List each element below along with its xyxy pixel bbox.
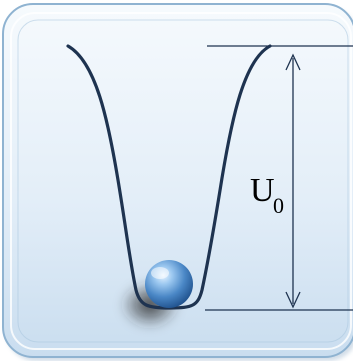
potential-well-curve	[66, 44, 272, 310]
card-inner-rim	[10, 12, 352, 350]
ball-highlight	[151, 267, 169, 279]
card-background	[2, 3, 353, 358]
depth-arrow-head-top	[285, 53, 301, 71]
depth-arrow-head-bottom	[285, 291, 301, 309]
depth-label-subscript: 0	[273, 193, 284, 218]
depth-label-symbol: U	[250, 172, 275, 209]
ball	[145, 260, 193, 308]
card-inner-border	[17, 19, 349, 343]
